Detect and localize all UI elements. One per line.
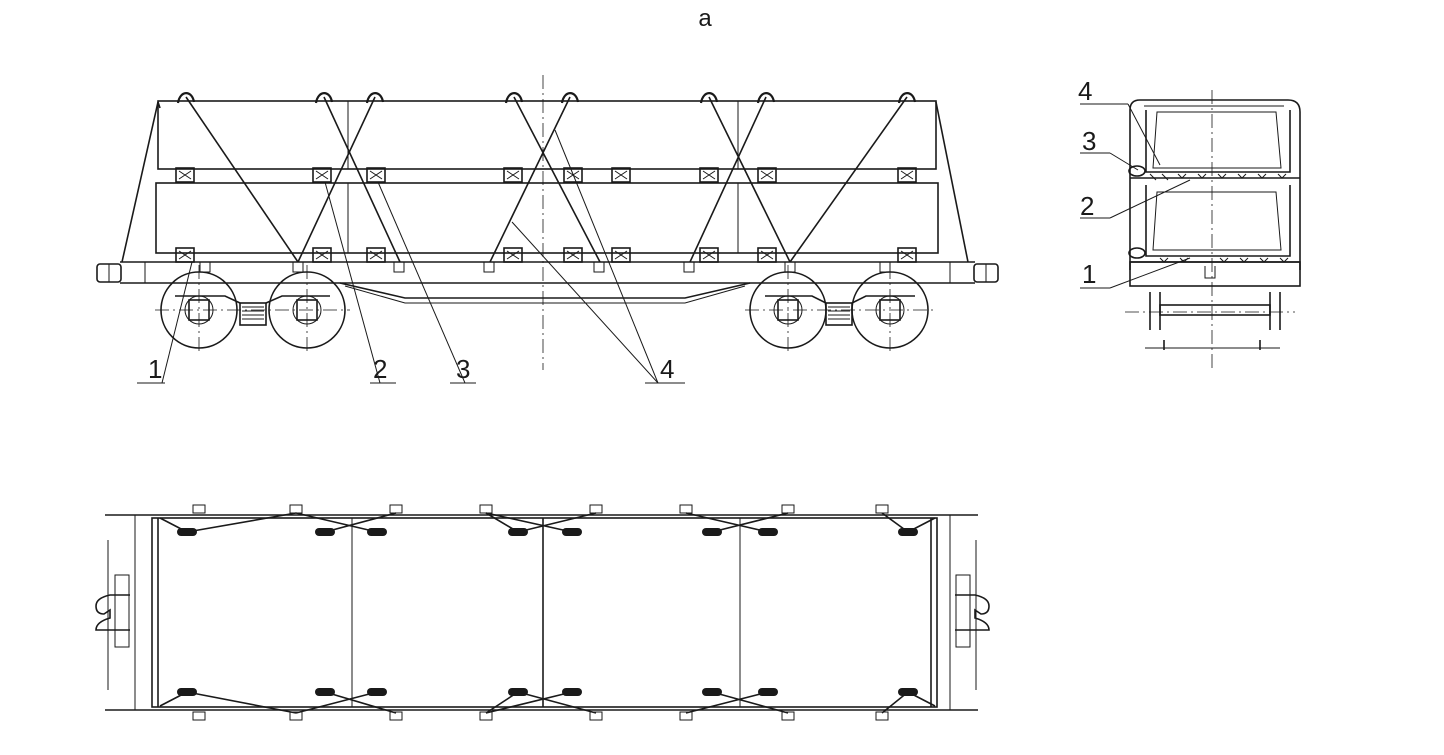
end-label-2: 2 — [1080, 191, 1094, 221]
end-label-1: 1 — [1082, 259, 1096, 289]
end-spacers-upper — [1149, 173, 1287, 181]
figure-title: a — [698, 5, 712, 32]
top-view — [95, 504, 990, 721]
end-label-4: 4 — [1078, 76, 1092, 106]
side-view: 1 2 3 4 — [96, 75, 999, 384]
side-leaders — [137, 129, 685, 384]
tie-rods — [177, 528, 918, 696]
bogie-right — [745, 265, 935, 352]
top-couplers — [95, 540, 990, 690]
end-leaders — [1080, 103, 1191, 289]
bogie-left — [155, 265, 350, 352]
tie-loops — [176, 92, 917, 104]
side-label-3: 3 — [456, 354, 470, 384]
stake-pockets — [192, 504, 889, 721]
side-label-2: 2 — [373, 354, 387, 384]
side-label-1: 1 — [148, 354, 162, 384]
upper-spacers — [175, 167, 917, 183]
end-label-3: 3 — [1082, 126, 1096, 156]
upper-package — [157, 100, 937, 170]
frame-hooks — [199, 262, 891, 273]
side-label-4: 4 — [660, 354, 674, 384]
top-wire-ties — [159, 512, 936, 714]
wire-ties — [121, 96, 969, 263]
end-view: 4 3 2 1 — [1078, 76, 1301, 372]
car-frame — [96, 261, 999, 304]
